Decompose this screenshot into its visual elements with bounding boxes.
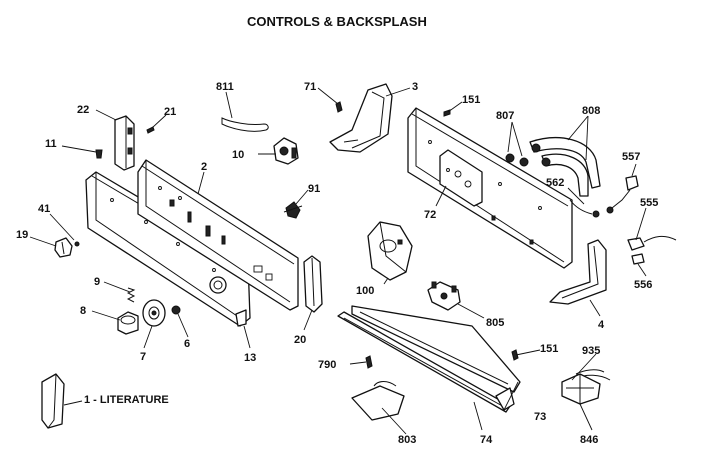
- label-805: 805: [486, 317, 504, 329]
- part-71-screw: [335, 101, 343, 113]
- part-6-nut: [171, 305, 181, 315]
- label-4: 4: [598, 319, 605, 331]
- label-3: 3: [412, 81, 418, 93]
- label-790: 790: [318, 359, 336, 371]
- label-91: 91: [308, 183, 320, 195]
- part-846-harness: [561, 373, 601, 405]
- label-811: 811: [216, 81, 234, 93]
- label-6: 6: [184, 338, 190, 350]
- part-13-control-panel: [85, 171, 251, 327]
- part-555-harness: [627, 235, 677, 251]
- label-20: 20: [294, 334, 306, 346]
- label-22: 22: [77, 104, 89, 116]
- label-808: 808: [582, 105, 600, 117]
- part-41-clip: [74, 241, 80, 247]
- label-846: 846: [580, 434, 598, 446]
- label-73: 73: [534, 411, 546, 423]
- label-10: 10: [232, 149, 244, 161]
- part-19-knob: [54, 237, 73, 258]
- label-74: 74: [480, 434, 493, 446]
- part-7-dial: [142, 299, 166, 327]
- part-4-end-cap: [549, 239, 607, 305]
- label-557: 557: [622, 151, 640, 163]
- part-557-sensor: [606, 175, 639, 214]
- part-151-screw-lower: [511, 349, 519, 361]
- part-91-clip: [283, 201, 303, 219]
- part-10-switch: [273, 137, 299, 165]
- label-2: 2: [201, 161, 207, 173]
- label-21: 21: [164, 106, 176, 118]
- part-807-washers: [505, 153, 529, 167]
- label-41: 41: [38, 203, 50, 215]
- label-71: 71: [304, 81, 316, 93]
- part-labels: 22 21 11 41 19 9 8 7 6 2 13 811 10 91 20…: [16, 81, 658, 446]
- label-151-upper: 151: [462, 94, 480, 106]
- label-807: 807: [496, 110, 514, 122]
- part-808-hoses: [529, 137, 601, 197]
- part-21-screw: [146, 126, 155, 134]
- diagram-title: CONTROLS & BACKSPLASH: [247, 14, 427, 29]
- label-11: 11: [45, 138, 57, 150]
- leader-lines: [29, 87, 647, 435]
- part-3-end-cap: [329, 83, 393, 153]
- label-556: 556: [634, 279, 652, 291]
- part-811-wire: [221, 117, 269, 132]
- part-100-timer: [367, 221, 413, 281]
- part-790-screw: [365, 355, 373, 369]
- part-562-clamp: [569, 199, 600, 218]
- label-13: 13: [244, 352, 256, 364]
- part-20-end-cap: [303, 255, 323, 313]
- part-1-literature: [41, 373, 65, 429]
- part-73-cover: [351, 305, 521, 411]
- label-100: 100: [356, 285, 374, 297]
- part-803-bracket: [351, 381, 405, 421]
- literature-label: 1 - LITERATURE: [84, 394, 169, 406]
- part-11-screw: [95, 149, 103, 159]
- label-151-lower: 151: [540, 343, 558, 355]
- part-556-connector: [631, 253, 645, 265]
- part-8-knob: [117, 311, 139, 335]
- part-805-switch: [427, 281, 461, 311]
- label-9: 9: [94, 276, 100, 288]
- label-72: 72: [424, 209, 436, 221]
- label-19: 19: [16, 229, 28, 241]
- part-22-bracket: [114, 115, 135, 171]
- part-2-control-panel-rear: [137, 159, 299, 311]
- label-562: 562: [546, 177, 564, 189]
- label-7: 7: [140, 351, 146, 363]
- part-72-backsplash: [407, 107, 573, 269]
- label-935: 935: [582, 345, 600, 357]
- label-803: 803: [398, 434, 416, 446]
- label-8: 8: [80, 305, 86, 317]
- part-9-spring: [126, 287, 136, 303]
- label-555: 555: [640, 197, 658, 209]
